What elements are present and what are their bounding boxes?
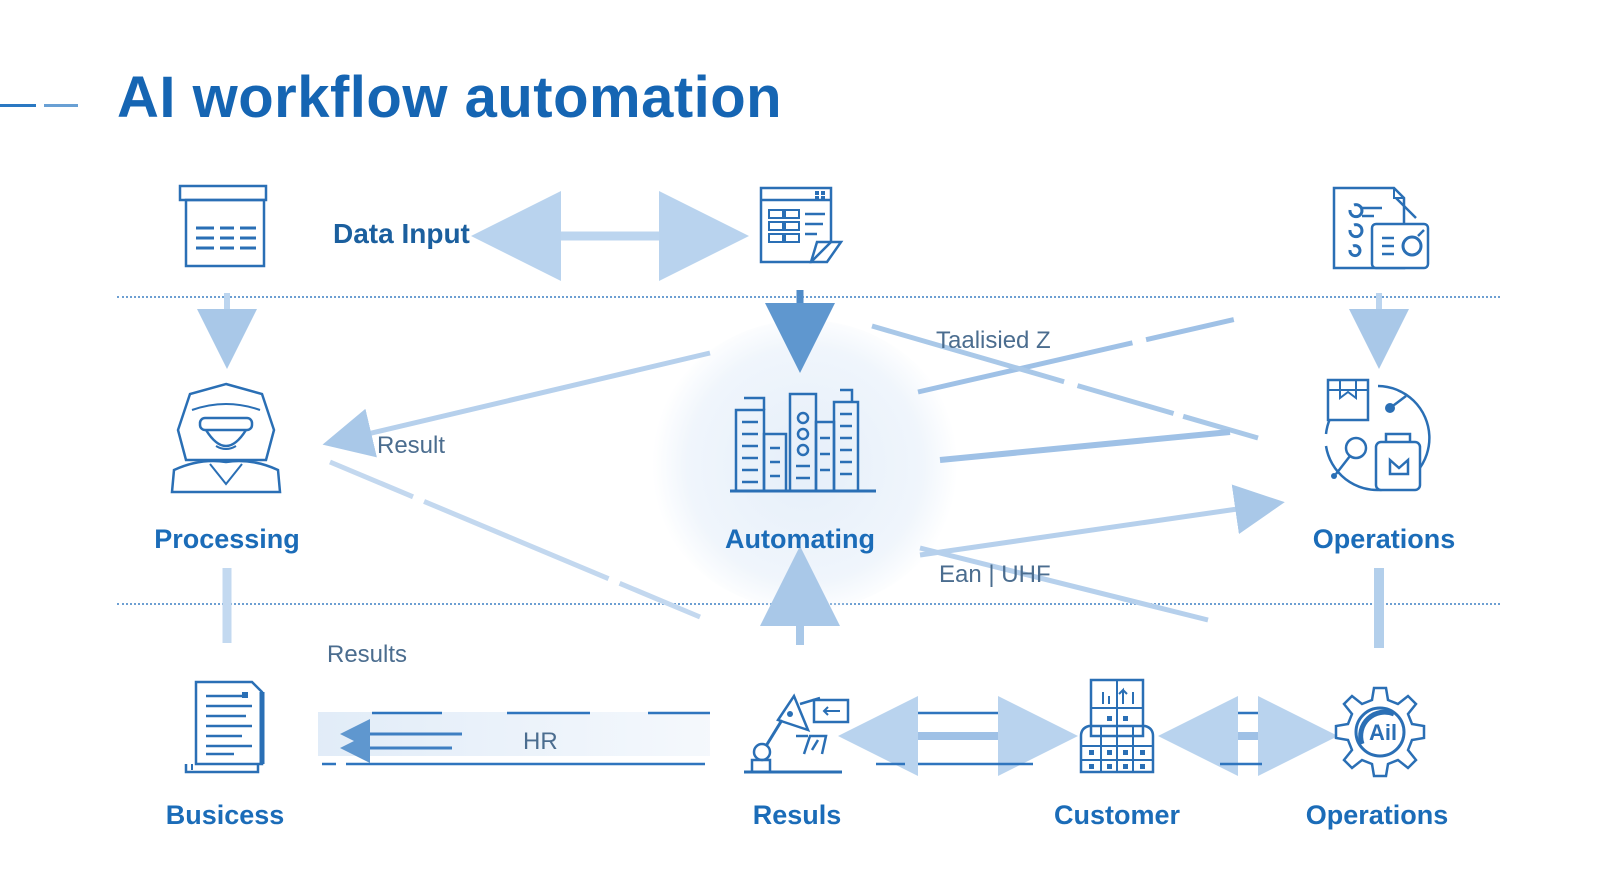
result-arrow — [322, 350, 711, 458]
document-stack-icon — [184, 680, 265, 774]
checklist-report-icon — [1332, 186, 1430, 270]
node-label-automating: Automating — [725, 524, 875, 554]
cross-line-c — [919, 545, 1209, 623]
cross-line-a — [871, 323, 1259, 441]
processing-diagonal — [329, 459, 701, 620]
node-label-operations-mid: Operations — [1312, 524, 1456, 554]
flow-label-result: Result — [377, 432, 446, 459]
title-dash — [44, 104, 78, 107]
flow-label-results: Results — [327, 641, 408, 668]
ai-glyph: Ai — [1369, 720, 1391, 745]
ai-gear-icon: Ai — [1334, 686, 1426, 778]
flow-label-hr: HR — [523, 728, 558, 755]
flow-label-taalisied: Taalisied Z — [936, 327, 1051, 354]
buildings-icon — [730, 388, 876, 493]
node-label-resuls: Resuls — [752, 800, 842, 830]
ean-arrow — [919, 484, 1285, 558]
spreadsheet-document-icon — [759, 186, 844, 264]
network-bag-icon — [1324, 378, 1431, 492]
cross-line-b — [939, 429, 1231, 463]
page-title: AI workflow automation — [117, 65, 783, 130]
flow-label-data-input: Data Input — [333, 218, 470, 249]
node-label-operations-bottom: Operations — [1305, 800, 1449, 830]
title-dash — [0, 104, 36, 107]
table-document-icon — [178, 184, 268, 268]
flow-label-ean-uhf: Ean | UHF — [939, 561, 1051, 588]
row-divider-top — [117, 296, 1500, 298]
node-label-processing: Processing — [154, 524, 300, 554]
node-label-customer: Customer — [1053, 800, 1181, 830]
taalisied-line — [917, 311, 1259, 395]
robot-arm-icon — [744, 693, 850, 774]
building-grid-icon — [1079, 678, 1155, 774]
ai-person-icon — [170, 382, 282, 494]
node-label-busicess: Busicess — [165, 800, 285, 830]
